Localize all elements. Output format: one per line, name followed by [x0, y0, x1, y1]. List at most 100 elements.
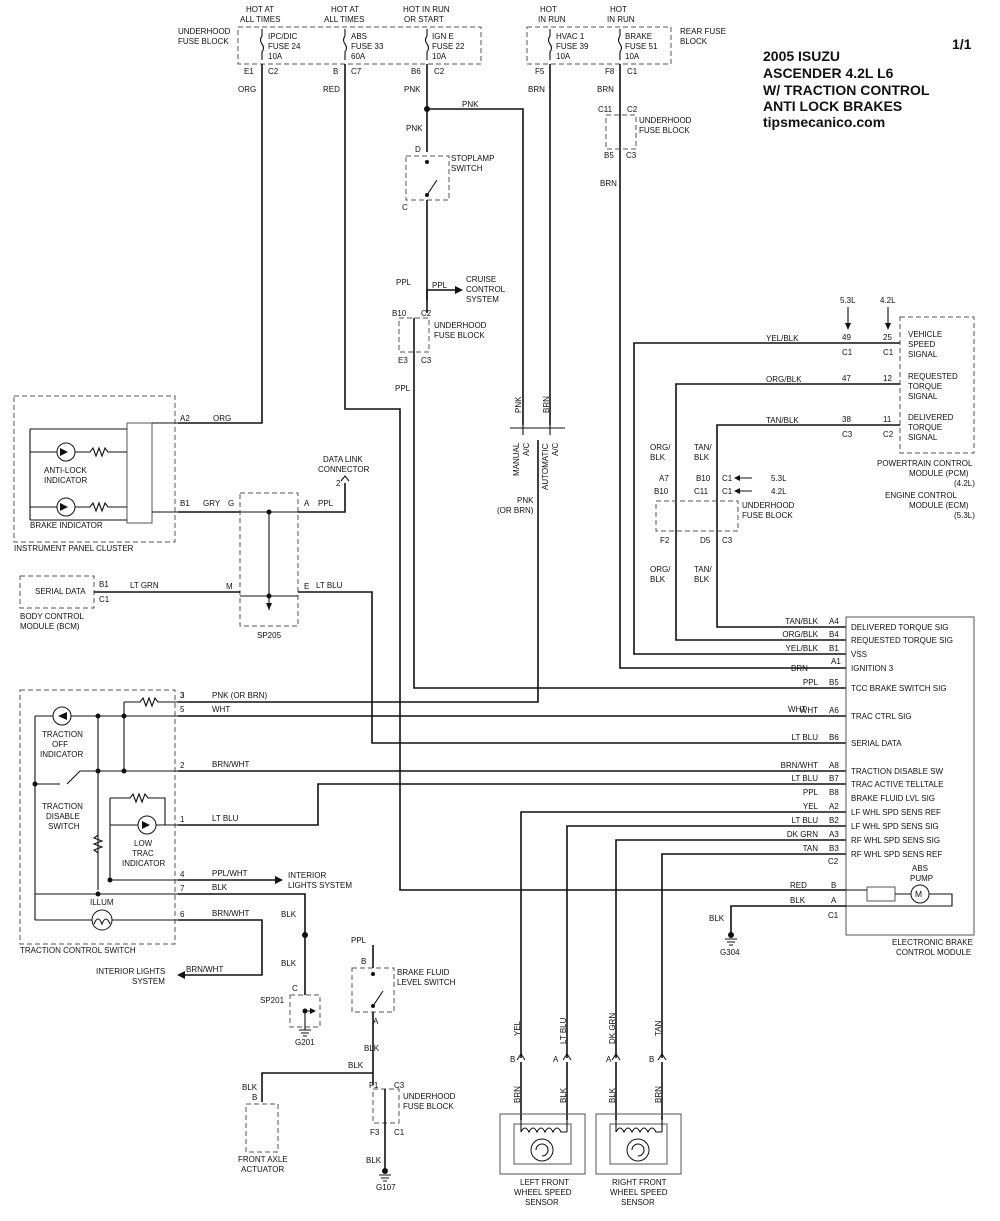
pin-c3-mid: C3 [421, 356, 432, 365]
ebcm-wire-label: BRN/WHT [781, 761, 818, 770]
org-blk-label-b: BLK [650, 453, 666, 462]
ebcm-wire-label: YEL/BLK [786, 644, 819, 653]
ipc-resistor-2 [30, 501, 127, 513]
wire-label-brn-wht-3: BRN/WHT [186, 965, 223, 974]
wire-label-org-1: ORG [238, 85, 256, 94]
tcs-outline [19, 689, 176, 945]
tcs-pin-4: 4 [180, 870, 185, 879]
wire-label-blk-2: BLK [281, 910, 297, 919]
ipc-bus [29, 428, 127, 521]
tcs-led-1 [58, 712, 67, 720]
wire-lt-blu-serial [298, 591, 846, 744]
rwss-tone-ring-icon [626, 1138, 650, 1162]
wire-label-pnk-vertical: PNK [514, 396, 523, 413]
hot-label-2a: HOT AT [331, 5, 359, 14]
fuse-symbols [259, 29, 623, 60]
title-line-1: 2005 ISUZU [763, 48, 840, 64]
sp205-node-1 [266, 509, 272, 515]
pin-c3-pcm: C3 [722, 536, 733, 545]
wss-connector-icons [516, 1053, 667, 1061]
ipc-driver-box [126, 422, 153, 524]
fuse-24-amp: 10A [268, 52, 283, 61]
ufb-label-b: FUSE BLOCK [178, 37, 229, 46]
traction-control-switch: TRACTION CONTROL SWITCH TRACTION OFF IND… [19, 689, 185, 955]
pin-c3-bottom: C3 [394, 1081, 405, 1090]
ebcm-signal-label: TRAC CTRL SIG [851, 712, 912, 721]
lwss-label-b: WHEEL SPEED [514, 1188, 572, 1197]
wire-label-gry: GRY [203, 499, 221, 508]
ground-g107-icon [379, 1174, 391, 1182]
wire-label-tan: TAN [654, 1020, 663, 1036]
pnk-or-brn-a: PNK [517, 496, 534, 505]
ac-selector: PNK BRN MANUAL A/C AUTOMATIC A/C [510, 396, 565, 490]
ebcm-wire-label: TAN [803, 844, 819, 853]
anti-lock-label-b: INDICATOR [44, 476, 87, 485]
dlc-label-a: DATA LINK [323, 455, 363, 464]
dlc-connector-icon [340, 475, 350, 482]
ebcm-signal-label: TRAC ACTIVE TELLTALE [851, 780, 943, 789]
pin-c1-bcm: C1 [99, 595, 110, 604]
wire-label-brn-wht-2: BRN/WHT [212, 909, 249, 918]
ebcm-signal-label: REQUESTED TORQUE SIG [851, 636, 953, 645]
fuse-22-num: FUSE 22 [432, 42, 465, 51]
pin-a2-ipc: A2 [180, 414, 190, 423]
pcm-module: VEHICLE SPEED SIGNAL REQUESTED TORQUE SI… [840, 296, 975, 520]
pin-b1-ipc: B1 [180, 499, 190, 508]
sp205-label: SP205 [257, 631, 282, 640]
g201-label: G201 [295, 1038, 315, 1047]
sp205-outline [239, 492, 299, 627]
ebcm-outline [845, 616, 975, 936]
pin-3-tcs: 3 [180, 691, 185, 700]
wire-label-ppl-dlc: PPL [318, 499, 334, 508]
pcm-col-arrows [847, 307, 889, 325]
stoplamp-contact-top [425, 160, 429, 164]
interior-lights-b: LIGHTS SYSTEM [288, 881, 352, 890]
tcs-pin-2: 2 [180, 761, 185, 770]
tcs-disable-a: TRACTION [42, 802, 83, 811]
wire-label-blk-5: BLK [348, 1061, 364, 1070]
fuse-22-amp: 10A [432, 52, 447, 61]
pcm-sig-1c: SIGNAL [908, 350, 938, 359]
pin-c1-a: C1 [627, 67, 638, 76]
lwss-rotor [535, 1143, 549, 1157]
tcs-low-trac-loop [109, 792, 178, 880]
pin-e1: E1 [244, 67, 254, 76]
ebcm-signal-label: TRACTION DISABLE SW [851, 767, 943, 776]
wire-label-org-2: ORG [213, 414, 231, 423]
ipc-outline [13, 395, 176, 543]
axle-actuator-outline [245, 1103, 279, 1153]
ufb-pcm-label-a: UNDERHOOD [742, 501, 795, 510]
fuse-39-num: FUSE 39 [556, 42, 589, 51]
lwss-tone-ring-icon [530, 1138, 554, 1162]
pin-b10-mid: B10 [392, 309, 407, 318]
ebcm-pin-label: A6 [829, 706, 839, 715]
serial-data-label: SERIAL DATA [35, 587, 86, 596]
traction-off-a: TRACTION [42, 730, 83, 739]
pcm-pin-47: 47 [842, 374, 851, 383]
wire-label-dk-grn: DK GRN [608, 1013, 617, 1044]
ecm-label-c: (5.3L) [954, 511, 975, 520]
ebcm-signal-label: LF WHL SPD SENS REF [851, 808, 941, 817]
tcs-label: TRACTION CONTROL SWITCH [20, 946, 136, 955]
wire-red-abs [344, 64, 846, 891]
wire-label-lt-blu-3: LT BLU [559, 1017, 568, 1044]
wire-brn-ign3 [619, 64, 846, 669]
illum-label: ILLUM [90, 898, 114, 907]
pcm-label-b: MODULE (PCM) [909, 469, 969, 478]
bfls-blade [372, 990, 384, 1007]
wire-label-lt-grn: LT GRN [130, 581, 159, 590]
sp205-arrow [266, 603, 272, 610]
ebcm-pin-label: B4 [829, 630, 839, 639]
traction-off-b: OFF [52, 740, 68, 749]
underhood-fuse-block-outline [237, 26, 482, 65]
rwss-label-a: RIGHT FRONT [612, 1178, 667, 1187]
pin-d5: D5 [700, 536, 711, 545]
axle-label-a: FRONT AXLE [238, 1155, 288, 1164]
fuse-24-name: IPC/DIC [268, 32, 298, 41]
pin-f8: F8 [605, 67, 615, 76]
lwss-inner [513, 1123, 572, 1165]
pcm-sig-1a: VEHICLE [908, 330, 942, 339]
instrument-panel-cluster: ANTI-LOCK INDICATOR BRAKE INDICATOR INST… [13, 395, 190, 553]
ebcm-wire-label: LT BLU [792, 733, 819, 742]
pcm-sig-3b: TORQUE [908, 423, 942, 432]
